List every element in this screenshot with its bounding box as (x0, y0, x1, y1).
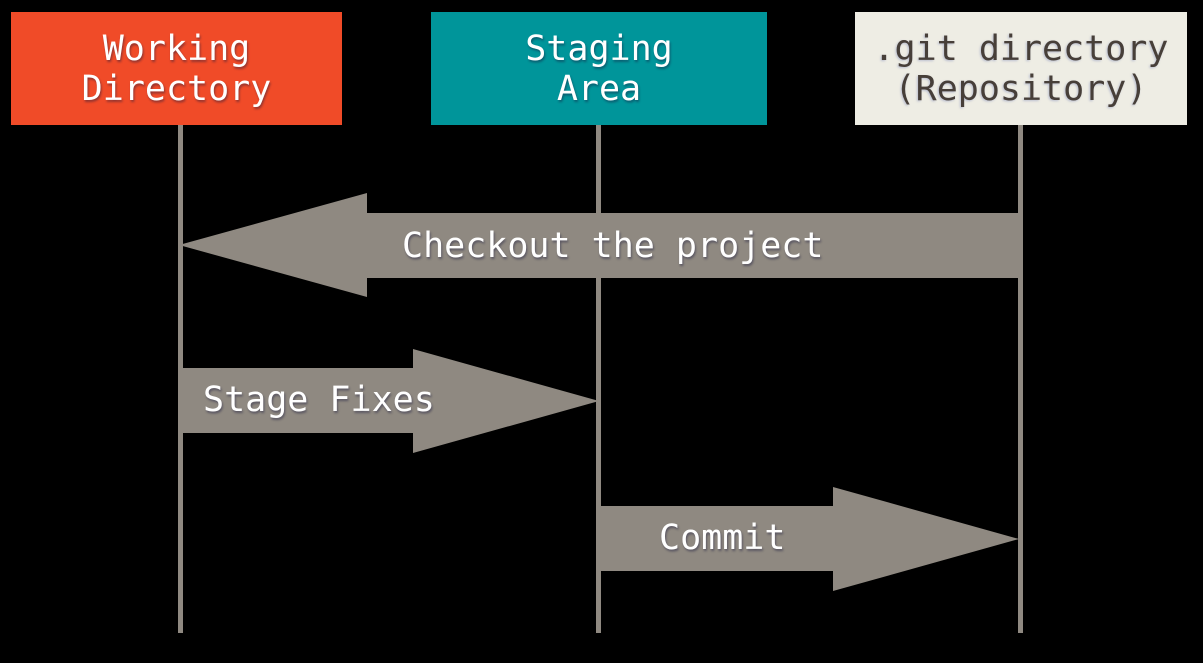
commit-arrow-shaft (600, 506, 833, 571)
staging-area-box: Staging Area (431, 12, 767, 125)
git-directory-lifeline (1018, 125, 1023, 633)
commit-arrow-label: Commit (659, 518, 786, 558)
working-directory-box: Working Directory (11, 12, 342, 125)
stage-fixes-arrow-label: Stage Fixes (203, 380, 435, 420)
checkout-arrow-label: Checkout the project (402, 226, 824, 266)
working-directory-label: Working Directory (81, 28, 272, 109)
git-directory-label: .git directory (Repository) (873, 28, 1169, 109)
stage-fixes-arrowhead-right-icon (413, 349, 599, 453)
staging-area-label: Staging Area (525, 28, 673, 109)
checkout-arrow-shaft (367, 213, 1018, 278)
stage-fixes-arrow-shaft (179, 368, 413, 433)
commit-arrowhead-right-icon (833, 487, 1019, 591)
checkout-arrowhead-left-icon (179, 193, 367, 297)
git-directory-box: .git directory (Repository) (855, 12, 1187, 125)
